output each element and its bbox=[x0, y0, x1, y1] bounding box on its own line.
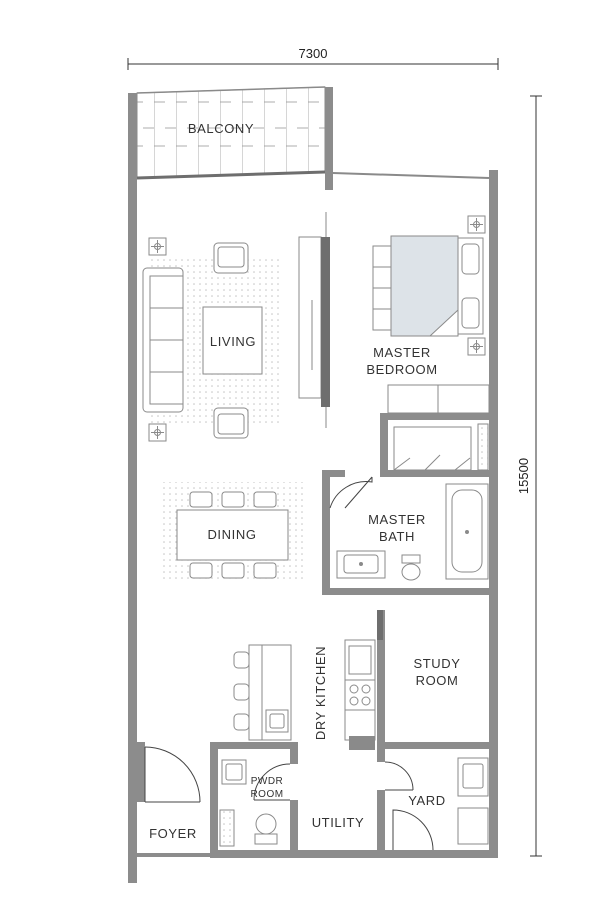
height-dimension: 15500 bbox=[516, 95, 542, 857]
shower-area bbox=[393, 423, 489, 471]
dining-label: DINING bbox=[207, 527, 256, 542]
yard-fixtures bbox=[384, 757, 489, 851]
dining-furniture bbox=[163, 482, 303, 580]
master-bath-fixtures bbox=[329, 476, 489, 581]
yard-label: YARD bbox=[408, 793, 446, 808]
master-bedroom-furniture bbox=[372, 215, 486, 356]
utility-label: UTILITY bbox=[312, 815, 365, 830]
living-label: LIVING bbox=[210, 334, 256, 349]
study-room-label-line1: STUDY bbox=[413, 656, 460, 671]
powder-room-fixtures bbox=[219, 759, 291, 847]
height-dimension-label: 15500 bbox=[516, 458, 531, 494]
width-dimension: 7300 bbox=[127, 46, 499, 70]
master-bedroom-label-line2: BEDROOM bbox=[366, 362, 437, 377]
living-furniture bbox=[142, 212, 330, 442]
pwdr-room-label-line1: PWDR bbox=[251, 776, 284, 787]
master-bath-label-line2: BATH bbox=[379, 529, 415, 544]
walls bbox=[128, 87, 498, 883]
foyer-label: FOYER bbox=[149, 826, 197, 841]
balcony-label: BALCONY bbox=[188, 121, 254, 136]
study-room-label-line2: ROOM bbox=[416, 673, 459, 688]
width-dimension-label: 7300 bbox=[299, 46, 328, 61]
dry-kitchen-fixtures bbox=[233, 610, 383, 750]
entrance-door bbox=[144, 746, 201, 803]
dry-kitchen-label: DRY KITCHEN bbox=[313, 646, 328, 740]
master-bath-label-line1: MASTER bbox=[368, 512, 426, 527]
pwdr-room-label-line2: ROOM bbox=[250, 789, 283, 800]
master-bedroom-label-line1: MASTER bbox=[373, 345, 431, 360]
